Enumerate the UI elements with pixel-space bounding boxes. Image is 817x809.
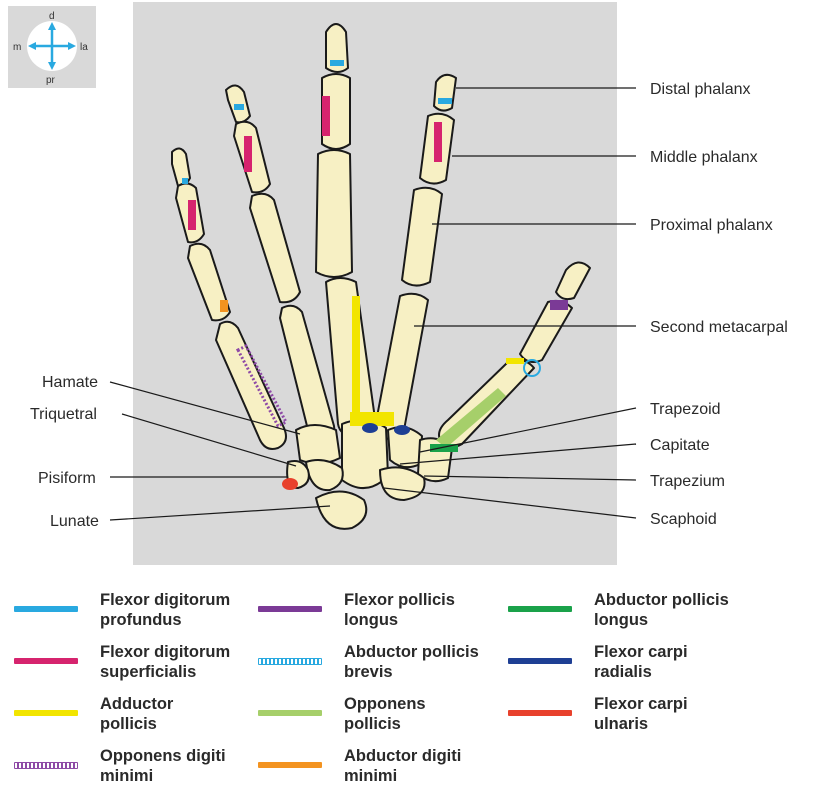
legend-item: Abductor digiti minimi [258,746,503,798]
legend-swatch [258,762,322,768]
legend-item: Opponens digiti minimi [14,746,259,798]
legend-label: Opponens digiti minimi [100,746,265,786]
legend-item: Flexor digitorum profundus [14,590,259,642]
legend-item: Opponens pollicis [258,694,503,746]
legend-item: Flexor carpi radialis [508,642,753,694]
legend-item: Abductor pollicis longus [508,590,753,642]
legend-swatch [14,762,78,769]
legend-swatch [508,658,572,664]
legend-item: Abductor pollicis brevis [258,642,503,694]
label-triquetral: Triquetral [30,406,97,423]
compass-distal: d [49,11,55,22]
legend-label: Adductor pollicis [100,694,265,734]
legend-item: Adductor pollicis [14,694,259,746]
label-scaphoid: Scaphoid [650,511,717,528]
legend-label: Flexor carpi radialis [594,642,759,682]
compass-medial: m [13,42,21,53]
legend-item: Flexor pollicis longus [258,590,503,642]
legend-label: Abductor pollicis longus [594,590,759,630]
label-proximal-phalanx: Proximal phalanx [650,217,773,234]
label-trapezoid: Trapezoid [650,401,721,418]
legend-label: Flexor digitorum superficialis [100,642,265,682]
label-lunate: Lunate [50,513,99,530]
label-middle-phalanx: Middle phalanx [650,149,758,166]
label-distal-phalanx: Distal phalanx [650,81,751,98]
legend-swatch [508,710,572,716]
legend-label: Flexor pollicis longus [344,590,509,630]
legend-swatch [258,658,322,665]
compass-lateral: la [80,42,88,53]
orientation-compass: d pr m la [8,6,96,88]
legend-item: Flexor carpi ulnaris [508,694,753,746]
legend-label: Flexor carpi ulnaris [594,694,759,734]
label-hamate: Hamate [42,374,98,391]
legend-label: Abductor digiti minimi [344,746,509,786]
compass-proximal: pr [46,75,56,86]
legend-swatch [14,606,78,612]
label-trapezium: Trapezium [650,473,725,490]
legend-swatch [14,710,78,716]
label-pisiform: Pisiform [38,470,96,487]
legend-label: Abductor pollicis brevis [344,642,509,682]
legend-swatch [14,658,78,664]
legend-swatch [508,606,572,612]
label-second-metacarpal: Second metacarpal [650,319,788,336]
label-capitate: Capitate [650,437,710,454]
legend-label: Flexor digitorum profundus [100,590,265,630]
legend-item: Flexor digitorum superficialis [14,642,259,694]
legend-swatch [258,710,322,716]
hand-skeleton-diagram: d pr m la [0,0,817,590]
legend-swatch [258,606,322,612]
legend-label: Opponens pollicis [344,694,509,734]
